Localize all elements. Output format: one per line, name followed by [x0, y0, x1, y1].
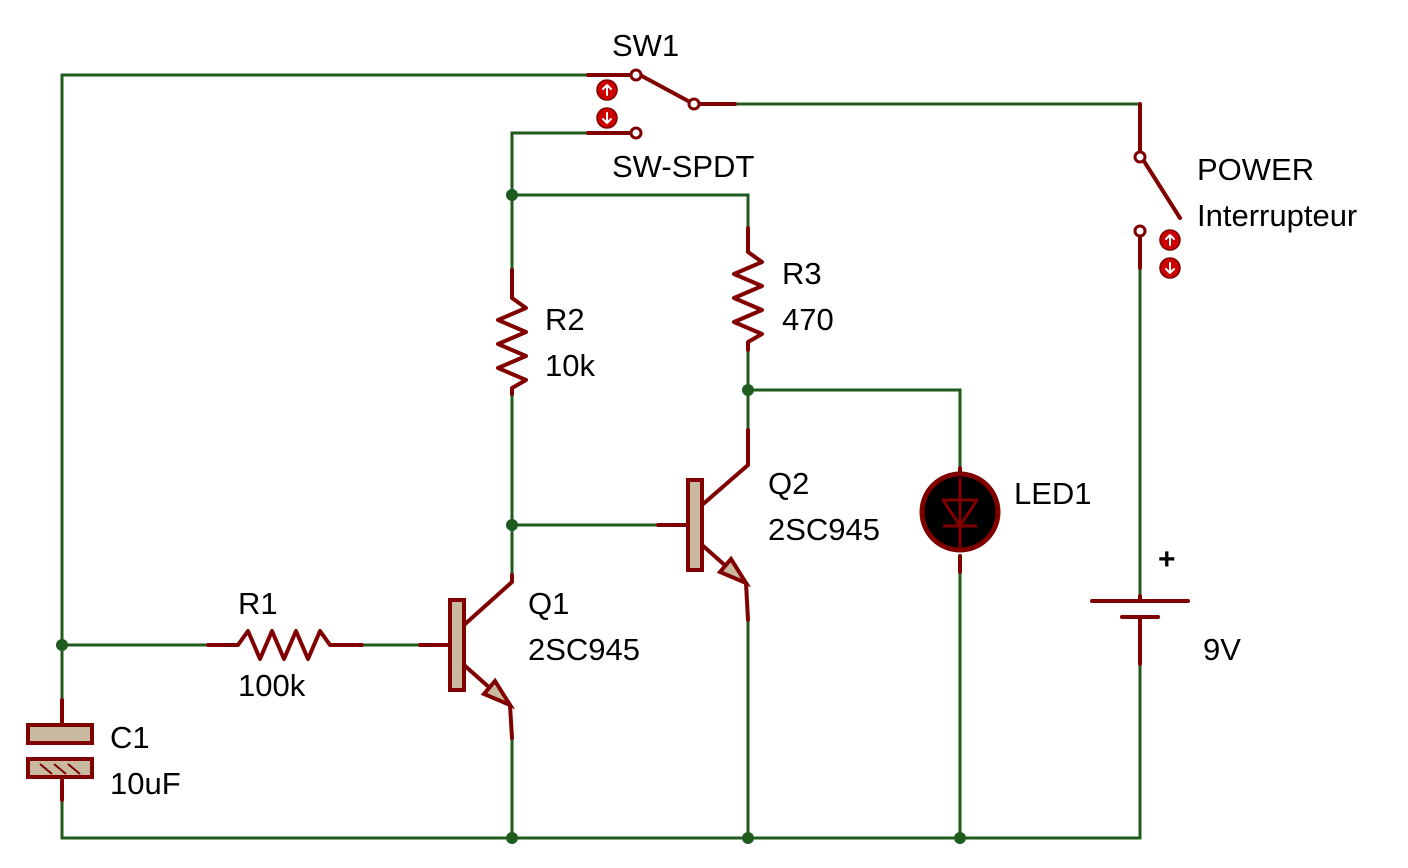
r3-ref-label: R3 [782, 256, 822, 291]
led1-ref-label: LED1 [1014, 476, 1092, 511]
power-contact-top [1133, 150, 1147, 164]
q1-ref-label: Q1 [528, 586, 569, 621]
q1-emitter-arrow [480, 677, 516, 710]
wire-node-to-led [746, 388, 962, 472]
q1-type-label: 2SC945 [528, 632, 640, 667]
resistor-r1 [206, 629, 364, 661]
r2-value-label: 10k [545, 348, 595, 383]
arrow-down-icon [1165, 262, 1175, 274]
r1-ref-label: R1 [238, 586, 278, 621]
transistor-q1 [418, 573, 516, 740]
sw1-spdt-switch[interactable] [586, 68, 737, 140]
power-down-button[interactable] [1159, 257, 1181, 279]
junction-dot [506, 189, 518, 201]
led1 [919, 466, 1001, 574]
q2-base-bar [686, 478, 704, 572]
sw1-contact-common [687, 97, 701, 111]
wire-sw1-to-power [733, 102, 1142, 142]
power-switch[interactable] [1133, 102, 1182, 279]
sw1-ref-label: SW1 [612, 28, 679, 63]
r2-ref-label: R2 [545, 302, 585, 337]
c1-value-label: 10uF [110, 766, 181, 801]
sw1-contact-top [629, 68, 643, 82]
junction-dot [506, 832, 518, 844]
power-type-label: Interrupteur [1197, 198, 1357, 233]
q1-base-bar [448, 598, 466, 692]
capacitor-c1 [26, 698, 94, 802]
junction-dot [742, 384, 754, 396]
q2-ref-label: Q2 [768, 466, 809, 501]
wires [60, 73, 1142, 840]
wire-sw1-lower [510, 131, 592, 197]
junctions [56, 189, 966, 844]
sw1-down-button[interactable] [596, 107, 618, 129]
junction-dot [742, 832, 754, 844]
r1-value-label: 100k [238, 668, 306, 703]
arrow-down-icon [602, 112, 612, 124]
resistor-r2 [496, 268, 528, 396]
q2-emitter-arrow [716, 555, 752, 588]
power-up-button[interactable] [1159, 229, 1181, 251]
sw1-lever [638, 73, 692, 104]
q2-type-label: 2SC945 [768, 512, 880, 547]
sw1-up-button[interactable] [596, 79, 618, 101]
junction-dot [56, 639, 68, 651]
resistor-r3 [732, 226, 764, 352]
junction-dot [954, 832, 966, 844]
led1-diode-icon [941, 498, 979, 528]
c1-ref-label: C1 [110, 720, 150, 755]
sw1-type-label: SW-SPDT [612, 149, 754, 184]
battery-9v [1090, 594, 1190, 666]
power-ref-label: POWER [1197, 152, 1314, 187]
wire-left-top [60, 73, 592, 724]
c1-top-plate [26, 723, 94, 745]
sw1-contact-bottom [629, 126, 643, 140]
battery-value-label: 9V [1203, 632, 1241, 667]
battery-plus-label: + [1158, 543, 1176, 576]
arrow-up-icon [1165, 234, 1175, 246]
arrow-up-icon [602, 84, 612, 96]
power-lever [1140, 156, 1182, 220]
power-contact-bottom [1133, 224, 1147, 238]
wire-vcc-to-r3 [510, 193, 750, 232]
junction-dot [506, 519, 518, 531]
r3-value-label: 470 [782, 302, 834, 337]
transistor-q2 [656, 428, 752, 622]
